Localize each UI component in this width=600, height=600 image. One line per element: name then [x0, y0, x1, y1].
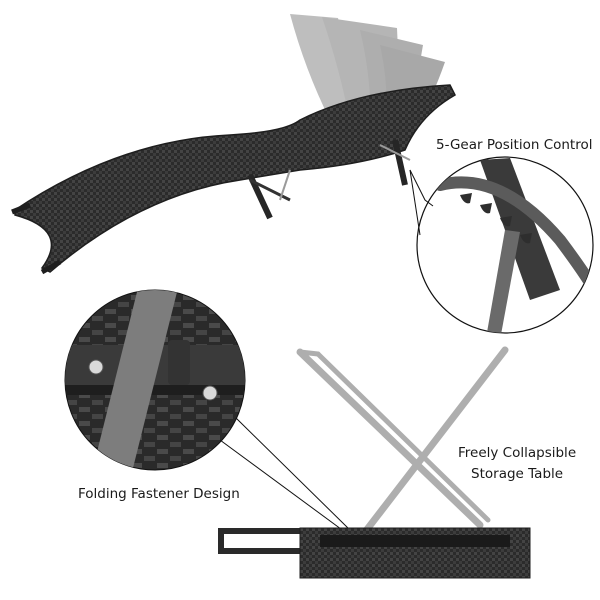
table-callout-line1: Freely Collapsible — [458, 445, 577, 461]
gear-detail-magnifier — [409, 156, 594, 334]
gear-callout-label: 5-Gear Position Control — [436, 137, 593, 153]
collapsible-table — [218, 346, 531, 579]
table-callout-line2: Storage Table — [471, 466, 564, 482]
fastener-detail-magnifier — [64, 289, 351, 533]
chaise-lounge — [11, 84, 456, 275]
table-callout-label: Freely Collapsible Storage Table — [458, 443, 576, 485]
fastener-callout-label: Folding Fastener Design — [78, 486, 240, 502]
